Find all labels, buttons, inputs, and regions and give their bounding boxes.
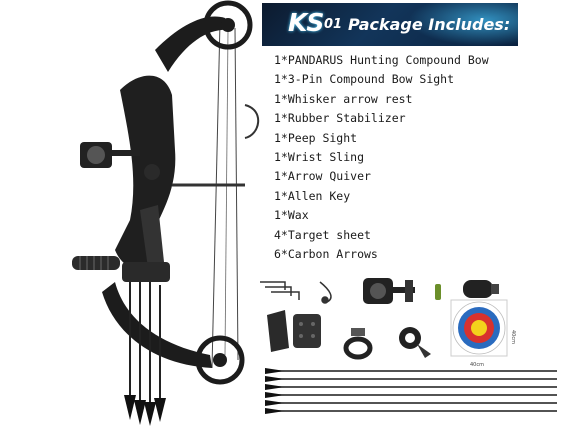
banner-glow — [408, 3, 518, 46]
wax-icon — [435, 284, 441, 300]
target-width-label: 40cm — [470, 362, 484, 368]
bow-stabilizer — [72, 256, 120, 270]
upper-limb — [155, 16, 230, 72]
carbon-arrows-icon — [265, 370, 557, 412]
sight-icon — [363, 278, 415, 304]
arrow-rest-icon — [399, 327, 431, 358]
list-item: 1*Peep Sight — [274, 130, 358, 145]
bow-quiver — [122, 262, 170, 282]
target-icon — [450, 299, 508, 357]
bow-arrow-rest — [144, 164, 160, 180]
arrow-fletching — [124, 395, 166, 426]
wrist-sling-icon — [343, 328, 373, 360]
top-cam — [203, 0, 253, 50]
list-item: 1*Wax — [274, 208, 309, 223]
allen-key-icon — [260, 281, 300, 300]
list-item: 6*Carbon Arrows — [274, 246, 378, 261]
banner-title: Package Includes: — [348, 15, 511, 34]
banner-brand-suffix: 01 — [324, 17, 343, 32]
list-item: 1*Allen Key — [274, 188, 351, 203]
compound-bow-image — [60, 0, 270, 441]
bow-cable — [234, 27, 239, 361]
list-item: 4*Target sheet — [274, 227, 371, 242]
bow-string — [211, 21, 221, 369]
bottom-cam — [195, 335, 245, 385]
list-item: 1*PANDARUS Hunting Compound Bow — [274, 53, 489, 67]
quiver-icon — [267, 310, 321, 352]
bow-grip — [140, 205, 164, 268]
list-item: 1*Arrow Quiver — [274, 169, 371, 184]
banner-brand: KS — [288, 8, 324, 37]
bow-cable-2 — [224, 29, 229, 356]
list-item: 1*Wrist Sling — [274, 149, 365, 164]
package-banner: KS 01 Package Includes: — [262, 3, 518, 46]
accessories-image: 40cm 40cm — [255, 270, 585, 441]
package-item-list: 1*PANDARUS Hunting Compound Bow 1*3-Pin … — [274, 51, 489, 264]
lower-limb — [102, 282, 212, 368]
stabilizer-icon — [463, 280, 499, 298]
list-item: 1*Rubber Stabilizer — [274, 111, 406, 126]
list-item: 1*Whisker arrow rest — [274, 91, 413, 106]
wrist-sling — [244, 104, 260, 139]
list-item: 1*3-Pin Compound Bow Sight — [274, 72, 455, 87]
target-height-label: 40cm — [510, 330, 516, 344]
peep-sight-icon — [319, 281, 332, 304]
